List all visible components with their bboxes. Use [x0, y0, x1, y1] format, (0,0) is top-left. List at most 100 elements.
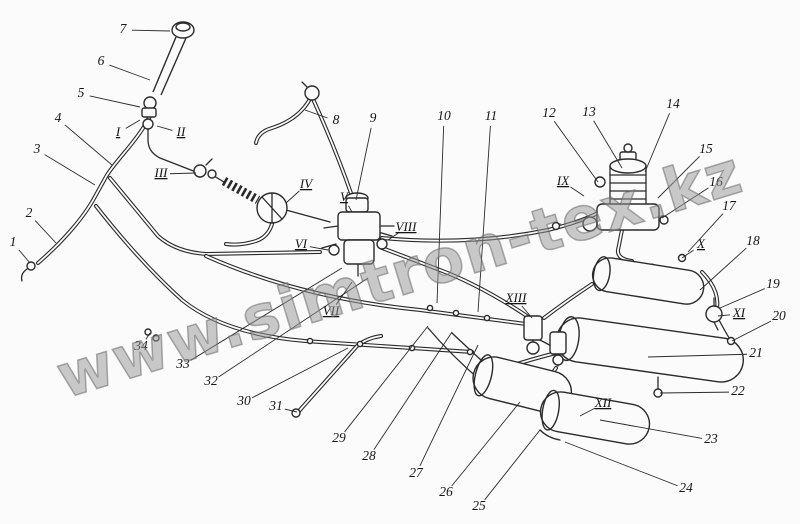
leader-line-6: [109, 64, 151, 81]
leader-line-1: [18, 249, 31, 264]
leader-line-10: [436, 125, 445, 304]
callout-19: 19: [766, 276, 780, 291]
callout-31: 31: [268, 398, 283, 413]
compressor: [582, 143, 669, 232]
leader-line-II: [156, 125, 173, 131]
callout-5: 5: [78, 85, 85, 100]
leader-line-24: [564, 441, 678, 487]
leader-line-28: [373, 331, 453, 450]
leader-line-5: [89, 95, 141, 108]
air-reservoir-upper: [591, 256, 705, 305]
roman-label-X: X: [696, 236, 706, 251]
callout-6: 6: [98, 53, 105, 68]
callout-29: 29: [332, 430, 346, 445]
callout-3: 3: [33, 141, 41, 156]
callout-25: 25: [472, 498, 486, 513]
leader-line-29: [344, 325, 429, 433]
leader-line-IX: [570, 186, 585, 197]
gear-lever: [141, 21, 195, 130]
leader-line-V: [348, 205, 353, 213]
leader-line-IV: [285, 190, 300, 204]
callout-14: 14: [666, 96, 680, 111]
leader-line-4: [64, 124, 113, 166]
air-inlet-cap: [304, 85, 320, 101]
callout-22: 22: [731, 383, 745, 398]
roman-label-VIII: VIII: [396, 219, 418, 234]
roman-label-VII: VII: [323, 303, 340, 318]
air-reservoir-lower: [539, 389, 651, 445]
callout-27: 27: [409, 465, 424, 480]
leader-line-22: [659, 391, 730, 394]
callout-30: 30: [236, 393, 251, 408]
leader-line-7: [131, 29, 171, 32]
leader-line-34: [145, 332, 151, 340]
leader-line-3: [44, 154, 96, 186]
leader-line-11: [477, 125, 491, 313]
leader-line-13: [593, 120, 623, 169]
roman-label-I: I: [115, 124, 121, 139]
leader-line-27: [419, 344, 479, 467]
callout-4: 4: [55, 110, 62, 125]
leader-line-17: [687, 213, 724, 253]
callout-2: 2: [26, 205, 33, 220]
safety-valve-assembly: [523, 315, 567, 366]
leader-line-14: [644, 113, 670, 173]
brake-valve: [323, 192, 395, 277]
callout-11: 11: [485, 108, 498, 123]
roman-label-IX: IX: [556, 173, 570, 188]
roman-label-XII: XII: [594, 395, 612, 410]
leader-line-VII: [335, 281, 353, 305]
leader-line-I: [125, 119, 141, 129]
callout-23: 23: [704, 431, 718, 446]
callout-28: 28: [362, 448, 376, 463]
drain-valve: [653, 253, 736, 398]
callout-34: 34: [133, 338, 148, 353]
leader-line-X: [681, 249, 694, 259]
diaphragm-chamber: [256, 192, 288, 224]
leader-line-15: [657, 156, 700, 199]
callout-18: 18: [746, 233, 760, 248]
callout-7: 7: [120, 21, 128, 36]
callout-9: 9: [370, 110, 377, 125]
roman-label-XI: XI: [732, 305, 746, 320]
air-reservoir-main: [556, 316, 744, 383]
leader-line-20: [731, 320, 772, 342]
hose-fitting: [26, 261, 36, 271]
roman-label-IV: IV: [299, 176, 314, 191]
callout-10: 10: [437, 108, 451, 123]
roman-label-V: V: [340, 189, 350, 204]
leader-line-16: [661, 187, 709, 219]
leader-line-III: [169, 172, 197, 175]
leader-line-VIII: [387, 232, 399, 241]
leader-line-26: [451, 401, 521, 487]
leader-line-19: [719, 288, 765, 309]
leader-line-2: [34, 220, 57, 244]
leader-line-21: [647, 353, 748, 358]
leader-line-XIII: [521, 305, 533, 319]
callout-12: 12: [542, 105, 556, 120]
leader-line-18: [699, 247, 747, 291]
leader-line-25: [484, 429, 541, 501]
leader-line-9: [355, 127, 372, 201]
callout-1: 1: [10, 234, 17, 249]
callout-17: 17: [722, 198, 737, 213]
callout-20: 20: [772, 308, 786, 323]
roman-label-XIII: XIII: [505, 290, 528, 305]
leader-line-33: [190, 267, 343, 361]
callout-21: 21: [749, 345, 763, 360]
leader-line-23: [599, 419, 703, 439]
leader-line-8: [304, 109, 328, 119]
leader-line-VI: [309, 246, 329, 251]
roman-label-II: II: [176, 124, 186, 139]
callout-26: 26: [439, 484, 453, 499]
leader-line-12: [553, 121, 599, 183]
callout-16: 16: [709, 174, 723, 189]
callout-33: 33: [175, 356, 190, 371]
leader-line-XII: [579, 407, 596, 417]
callout-15: 15: [699, 141, 713, 156]
callout-8: 8: [333, 112, 340, 127]
leader-line-30: [251, 347, 349, 399]
